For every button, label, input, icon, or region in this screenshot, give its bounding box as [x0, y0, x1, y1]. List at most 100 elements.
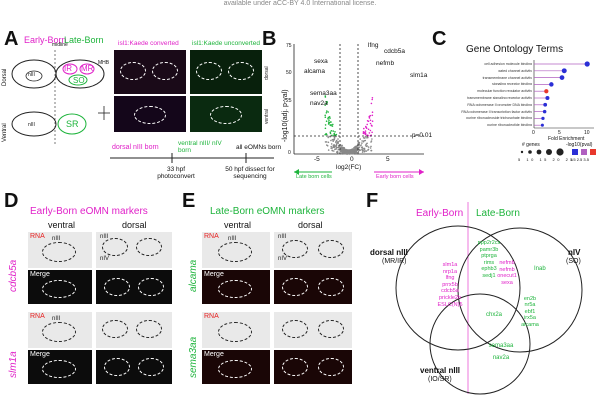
volcano-point	[329, 117, 331, 119]
ventral-axis-label: Ventral	[2, 123, 8, 142]
volcano-point	[367, 146, 370, 148]
mr-label: MR	[81, 64, 94, 73]
x-tick: 0	[350, 156, 354, 163]
volcano-point	[361, 142, 363, 144]
volcano-point	[325, 141, 328, 143]
pvalue-threshold-label: p=0.01	[412, 132, 433, 139]
volcano-point	[371, 97, 374, 99]
roi-outline	[120, 62, 146, 80]
volcano-point	[362, 140, 365, 143]
go-dot	[542, 109, 547, 114]
volcano-point	[324, 127, 327, 130]
volcano-point	[354, 152, 356, 154]
e-ventral-col: ventral	[224, 220, 252, 230]
volcano-point	[362, 137, 365, 139]
volcano-point	[370, 141, 372, 143]
volcano-point	[327, 111, 329, 113]
volcano-point	[335, 143, 338, 145]
ventral-row-label: ventral	[264, 108, 270, 124]
converted-ventral-image	[114, 96, 186, 132]
unconverted-dorsal-image	[190, 50, 262, 94]
kaede-converted-title: isl1:Kaede converted	[118, 40, 179, 47]
volcano-point	[351, 148, 354, 150]
gene-label-green: sexa	[314, 58, 328, 65]
volcano-point	[338, 145, 340, 147]
go-dot	[541, 116, 545, 121]
f-ventral-niii: ventral nIII	[420, 366, 461, 375]
venn-gene: en2b	[523, 296, 537, 302]
volcano-point	[362, 131, 365, 133]
volcano-point	[338, 153, 340, 155]
x-tick: -5	[314, 156, 320, 163]
go-term: cell adhesion molecule binding	[484, 62, 532, 65]
converted-dorsal-image	[114, 50, 186, 94]
go-dot	[544, 89, 549, 94]
volcano-point	[331, 138, 334, 141]
volcano-point	[357, 142, 359, 144]
volcano-point	[324, 114, 326, 117]
go-legend-genes: # genes	[522, 142, 540, 148]
volcano-point	[327, 116, 330, 119]
volcano-point	[364, 144, 367, 146]
e-sema3aa-ventral-rna: RNA	[202, 312, 270, 348]
volcano-point	[343, 148, 345, 150]
volcano-point	[371, 131, 373, 134]
venn-center-genes: chx2a	[486, 312, 502, 318]
roi-outline	[210, 106, 242, 124]
volcano-points	[324, 95, 374, 155]
e-sema3aa-dorsal-rna	[274, 312, 352, 348]
volcano-point	[328, 135, 330, 138]
volcano-point	[325, 112, 328, 114]
niii-ventral-schematic-label: nIII	[28, 122, 35, 128]
f-dorsal-sub: (MR/IR)	[382, 258, 407, 265]
volcano-point	[369, 129, 372, 132]
kaede-unconverted-title: isl1:Kaede unconverted	[192, 40, 260, 47]
volcano-xlabel: log2(FC)	[336, 164, 362, 171]
volcano-point	[369, 119, 372, 122]
go-dotplot	[533, 60, 594, 129]
venn-gene: ESLC(N)5	[437, 301, 463, 308]
venn-gene: nr5a	[524, 302, 536, 309]
volcano-point	[330, 143, 333, 145]
volcano-point	[339, 150, 342, 153]
e-alcama-ventral-merge: Merge	[202, 270, 270, 304]
go-term: molecular function regulator activity	[477, 89, 532, 93]
d-slm1a-dorsal-merge	[96, 350, 172, 384]
f-niv: nIV	[568, 248, 581, 257]
venn-gene: onecut1	[497, 273, 517, 280]
volcano-point	[367, 128, 370, 131]
volcano-point	[333, 144, 336, 146]
ir-label: IR	[64, 64, 72, 73]
volcano-point	[359, 138, 361, 140]
roi-outline	[152, 62, 178, 80]
volcano-point	[361, 140, 363, 142]
volcano-point	[364, 130, 367, 132]
y-tick: 25	[286, 98, 292, 104]
go-term: transmembrane channel activity	[482, 75, 532, 79]
timeline-dorsal-born: dorsal nIII born	[112, 144, 159, 151]
volcano-point	[360, 144, 363, 146]
header-fragment: available under aCC-BY 4.0 International…	[223, 0, 377, 7]
volcano-point	[369, 122, 372, 125]
venn-diagram	[395, 202, 583, 395]
e-gene1-label: alcama	[188, 259, 199, 292]
go-x-tick: 0	[532, 130, 535, 136]
go-term: transmembrane signaling receptor activit…	[467, 96, 532, 99]
volcano-point	[366, 123, 368, 126]
volcano-point	[366, 137, 368, 139]
volcano-point	[340, 146, 342, 149]
volcano-point	[364, 131, 366, 134]
volcano-point	[327, 136, 329, 139]
volcano-point	[359, 145, 361, 147]
volcano-point	[371, 125, 373, 127]
volcano-point	[329, 131, 332, 133]
volcano-point	[324, 104, 326, 106]
roi-outline	[134, 106, 166, 124]
volcano-point	[371, 138, 373, 140]
d-cdcb5a-ventral-merge: Merge	[28, 270, 92, 304]
volcano-point	[333, 150, 335, 152]
go-x-tick: 5	[558, 130, 561, 136]
volcano-point	[341, 144, 343, 147]
